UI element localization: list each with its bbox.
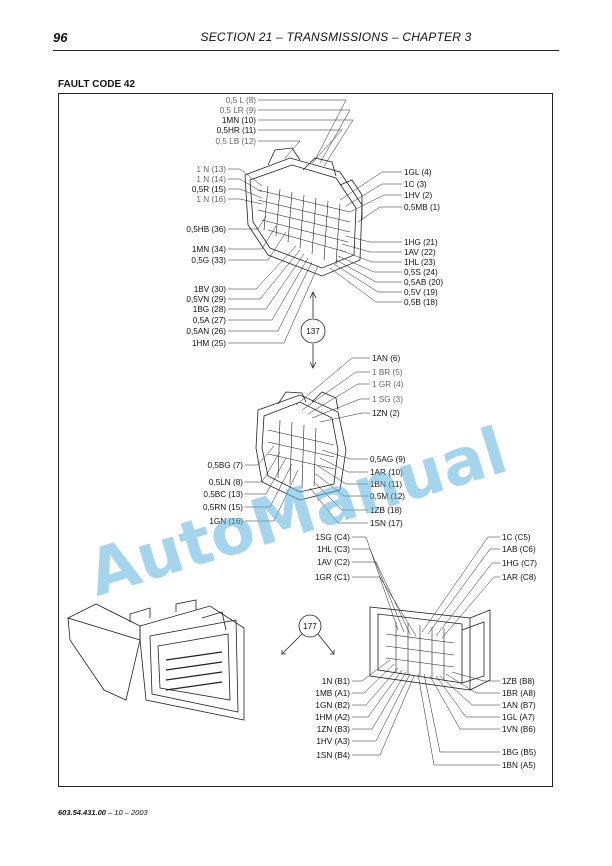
c1-label: 0,5 LB (12) [215,137,256,146]
c2-label: 1 SG (3) [372,395,403,404]
c1-label: 0,5G (33) [191,256,226,265]
page-number: 96 [53,30,68,45]
c1-label: 0,5AN (26) [186,327,226,336]
c1-label: 0,5B (18) [404,298,438,307]
c1-label: 0,5V (19) [404,288,438,297]
c2-label: 1AN (6) [372,354,400,363]
c1-label: 0,5VN (29) [186,295,226,304]
watermark-text: AutoManual [80,414,516,611]
section-title: SECTION 21 – TRANSMISSIONS – CHAPTER 3 [200,30,472,44]
c3-label: 1SG (C4) [315,533,350,542]
c1-label: 0,5AB (20) [404,278,443,287]
link-137-label: 137 [306,327,320,336]
c1-label: 0,5MB (1) [404,203,440,212]
c3-label: 1AR (C8) [502,573,536,582]
c2-label: 0,5AG (9) [370,455,406,464]
c2-label: 1AR (10) [370,468,403,477]
c1-label: 1HL (23) [404,258,436,267]
c1-label: 1MN (34) [192,245,226,254]
c2-label: 1SN (17) [370,519,403,528]
c1-label: 0,5HB (36) [186,225,226,234]
c3-label: 1AN (B7) [502,701,536,710]
c1-label: 1GL (4) [404,168,432,177]
c3-label: 1BN (A5) [502,761,536,770]
c1-label: 0,5 L (8) [226,96,256,105]
c3-label: 1BR (A8) [502,689,536,698]
c2-label: 0,5BC (13) [203,490,243,499]
link-137-arrows [300,291,326,369]
c2-label: 0,5RN (15) [203,503,243,512]
c1-label: 1MN (10) [222,116,256,125]
c2-label: 1 GR (4) [372,380,404,389]
c3-label: 1HG (C7) [502,559,537,568]
c1-label: 0,5A (27) [193,316,226,325]
c1-label: 1HG (21) [404,238,438,247]
link-177-arrows [281,614,335,655]
c3-label: 1HV (A3) [316,737,350,746]
c2-label: 1ZN (2) [372,409,400,418]
c3-label: 1BG (B5) [502,748,536,757]
c3-label: 1HM (A2) [315,713,350,722]
c3-label: 1GL (A7) [502,713,535,722]
c3-label: 1ZN (B3) [317,725,350,734]
leader-lines [228,99,500,766]
c1-label: 1BG (28) [193,305,226,314]
c3-label: 1AV (C2) [317,558,350,567]
c1-label: 0,5 LR (9) [220,106,257,115]
c1-label: 1HM (25) [192,339,226,348]
c1-label: 0,5R (15) [192,185,226,194]
c3-label: 1MB (A1) [315,689,350,698]
c3-label: 1SN (B4) [316,751,350,760]
c3-label: 1N (B1) [322,677,350,686]
c3-label: 1GR (C1) [315,573,350,582]
c2-label: 0,5LN (8) [209,478,243,487]
c2-label: 0,5BG (7) [208,461,244,470]
header-rule [53,50,559,51]
c2-label: 1GN (16) [209,517,243,526]
diagram-frame [58,93,553,787]
c2-label: 1ZB (18) [370,506,402,515]
c2-label: 1 BR (5) [372,368,403,377]
connector1-drawing [66,147,491,721]
c1-label: 1 N (16) [196,195,226,204]
c3-label: 1C (C5) [502,533,531,542]
c1-label: 1 N (13) [196,165,226,174]
link-177-label: 177 [303,622,317,631]
c3-label: 1AB (C6) [502,545,536,554]
c2-label: 0,5M (12) [370,492,405,501]
c1-label: 0,5HR (11) [217,126,257,135]
c1-label: 1 N (14) [196,175,226,184]
c3-label: 1HL (C3) [317,545,350,554]
c3-label: 1ZB (B8) [502,677,535,686]
c1-label: 1HV (2) [404,191,432,200]
c1-label: 1C (3) [404,180,427,189]
c1-label: 0,5S (24) [404,268,438,277]
c1-label: 1AV (22) [404,248,436,257]
doc-suffix: – 10 – 2003 [105,808,148,817]
doc-number: 603.54.431.00 [58,808,106,817]
page-header: 96 SECTION 21 – TRANSMISSIONS – CHAPTER … [53,30,559,50]
c2-label: 1BN (11) [370,480,402,489]
c3-label: 1GN (B2) [315,701,350,710]
page-footer: 603.54.431.00 – 10 – 2003 [58,808,148,817]
c3-label: 1VN (B6) [502,725,536,734]
c1-label: 1BV (30) [194,285,227,294]
fault-code-title: FAULT CODE 42 [58,79,136,90]
